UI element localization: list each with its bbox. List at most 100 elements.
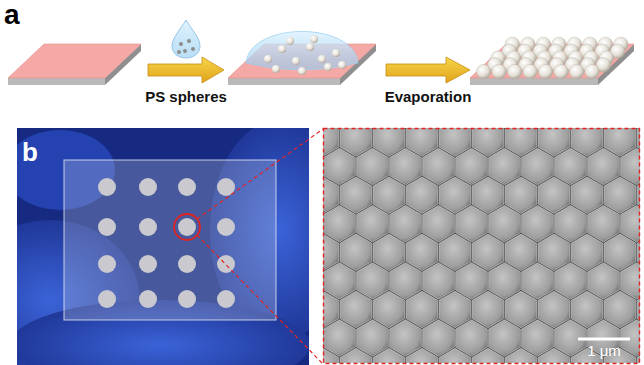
film-dot [139,290,157,308]
sphere [505,177,537,214]
sem-background [323,128,640,363]
sphere [406,234,438,271]
ps-sphere [298,67,306,75]
sphere-dot [177,50,181,54]
droplet [172,20,200,58]
sphere-dot [179,42,183,46]
dot-array [98,178,235,308]
sphere [423,320,455,357]
droplet-icon [172,20,200,58]
film-dot [178,218,196,236]
sphere [555,205,587,242]
sphere [390,320,422,357]
sphere [571,177,603,214]
substrate-front [228,78,340,85]
sphere [373,291,405,328]
sphere [323,348,339,363]
sphere [522,263,554,300]
ps-sphere [318,55,326,63]
substrate [228,32,376,86]
sphere [505,234,537,271]
sphere [390,205,422,242]
sphere-dot [187,39,191,43]
sphere-dot [183,49,187,53]
sphere [588,263,620,300]
sphere [571,291,603,328]
film-dot [178,255,196,273]
glass-slide [64,160,276,320]
sphere [505,348,537,363]
ps-sphere [476,64,490,78]
sphere [423,148,455,185]
film-dot [98,218,116,236]
sphere [406,348,438,363]
sphere [423,205,455,242]
sphere [555,148,587,185]
sphere [489,263,521,300]
sphere [472,177,504,214]
sphere [439,291,471,328]
sem-image [323,128,640,363]
sphere [324,320,356,357]
sphere [439,177,471,214]
sphere [340,348,372,363]
ps-sphere [286,37,294,45]
sphere [406,177,438,214]
step-label: PS spheres [145,89,227,106]
panel-letter: b [22,138,38,167]
sphere [373,177,405,214]
zoom-frame [324,129,640,364]
sphere [340,234,372,271]
sphere [489,320,521,357]
sphere [439,234,471,271]
film-dot [98,290,116,308]
sphere-dot [191,47,195,51]
sphere [357,263,389,300]
sphere [324,263,356,300]
ps-sphere [310,35,318,43]
ps-sphere [332,49,340,57]
sphere [538,234,570,271]
ps-sphere [306,43,314,51]
sphere [423,263,455,300]
panel-letter: a [4,0,20,31]
sphere [604,291,636,328]
sphere [555,263,587,300]
ps-sphere [338,61,346,69]
sphere [588,205,620,242]
sphere [324,148,356,185]
sphere [604,177,636,214]
film-dot [98,255,116,273]
ps-sphere [324,63,332,71]
sphere [505,291,537,328]
sphere [456,205,488,242]
ps-sphere [585,64,599,78]
sphere [406,291,438,328]
ps-sphere [538,64,552,78]
sphere [390,263,422,300]
process-arrow [148,57,224,83]
scale-bar [578,338,630,341]
film-dot [139,218,157,236]
sphere [538,177,570,214]
ps-sphere [507,64,521,78]
sphere [588,148,620,185]
sphere [373,348,405,363]
film-dot [217,218,235,236]
sphere [456,263,488,300]
sphere [324,205,356,242]
ps-sphere [264,55,272,63]
sphere [489,148,521,185]
zoom-line [197,129,323,219]
film-dot [178,178,196,196]
sphere [522,320,554,357]
ps-sphere [292,57,300,65]
substrate [8,44,141,85]
substrate-front [470,78,598,85]
sphere [340,177,372,214]
substrate [470,37,634,85]
substrate-top [8,44,141,78]
sphere [472,234,504,271]
